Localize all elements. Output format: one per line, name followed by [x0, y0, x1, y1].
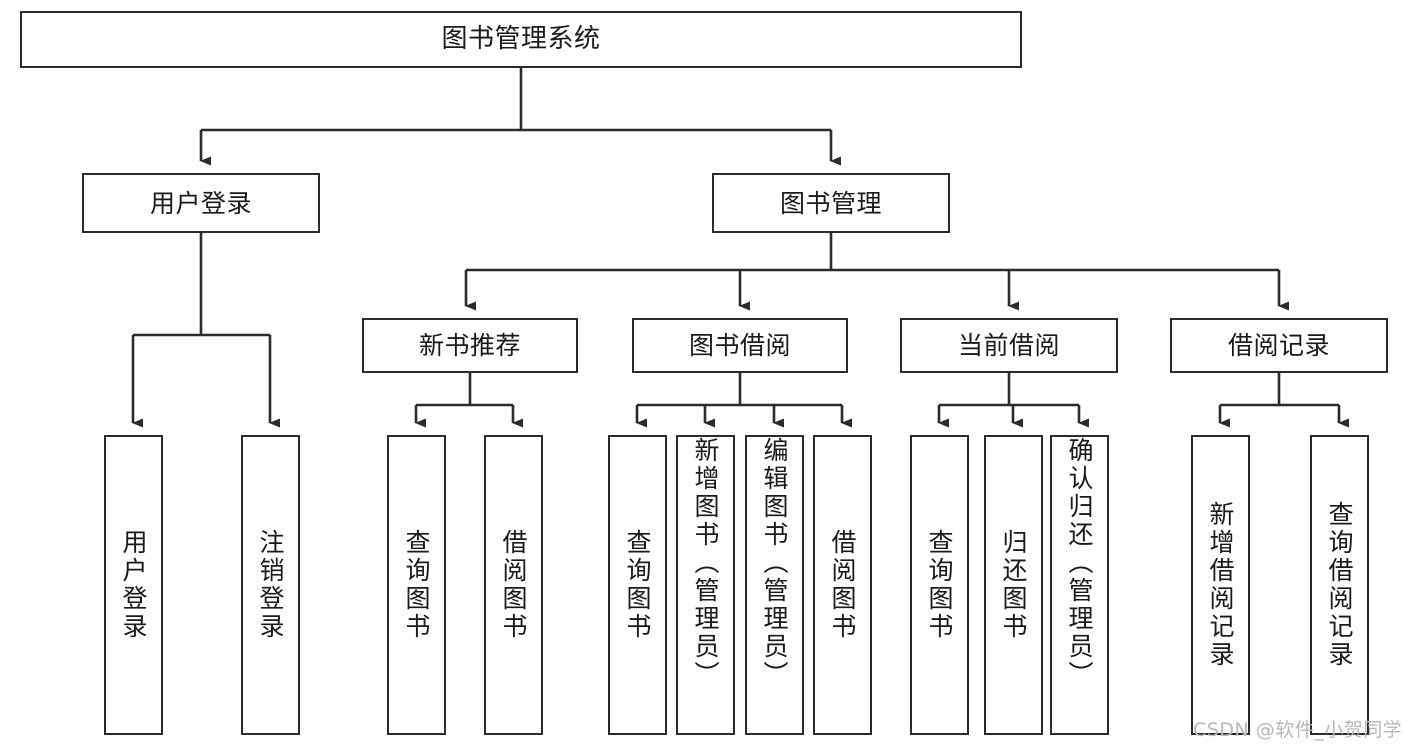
node-book-manage-label: 图书管理 [779, 188, 882, 218]
csdn-watermark: CSDN @软件_小贺同学 [1193, 719, 1403, 741]
node-leaf-query-record[interactable]: 查询借阅记录 [1310, 435, 1369, 735]
node-leaf-confirm-return-label: 确认归还（管理员） [1065, 437, 1094, 689]
node-book-manage[interactable]: 图书管理 [712, 173, 950, 233]
node-borrow-record-label: 借阅记录 [1227, 331, 1330, 360]
node-leaf-query-book-1[interactable]: 查询图书 [387, 435, 446, 735]
node-leaf-add-book-label: 新增图书（管理员） [691, 437, 720, 689]
node-leaf-borrow-book-2-label: 借阅图书 [828, 529, 857, 641]
node-book-borrow-label: 图书借阅 [688, 331, 791, 360]
node-new-book-rec-label: 新书推荐 [418, 331, 521, 360]
node-leaf-query-book-3-label: 查询图书 [925, 529, 954, 641]
node-leaf-query-book-2[interactable]: 查询图书 [608, 435, 667, 735]
node-leaf-borrow-book-1[interactable]: 借阅图书 [484, 435, 543, 735]
node-leaf-user-login-label: 用户登录 [119, 529, 148, 641]
node-root-label: 图书管理系统 [441, 24, 601, 55]
node-user-login-label: 用户登录 [149, 188, 252, 218]
node-leaf-user-login[interactable]: 用户登录 [104, 435, 163, 735]
node-borrow-record[interactable]: 借阅记录 [1170, 318, 1388, 373]
node-leaf-add-record[interactable]: 新增借阅记录 [1191, 435, 1250, 735]
node-leaf-confirm-return[interactable]: 确认归还（管理员） [1050, 435, 1109, 735]
node-leaf-return-book-label: 归还图书 [999, 529, 1028, 641]
node-leaf-query-record-label: 查询借阅记录 [1325, 501, 1354, 669]
node-leaf-edit-book-label: 编辑图书（管理员） [760, 437, 789, 689]
node-leaf-edit-book[interactable]: 编辑图书（管理员） [745, 435, 804, 735]
node-leaf-logout-label: 注销登录 [256, 529, 285, 641]
node-leaf-query-book-1-label: 查询图书 [402, 529, 431, 641]
node-leaf-logout[interactable]: 注销登录 [241, 435, 300, 735]
node-leaf-query-book-2-label: 查询图书 [623, 529, 652, 641]
node-new-book-rec[interactable]: 新书推荐 [362, 318, 578, 373]
node-current-borrow-label: 当前借阅 [957, 331, 1060, 360]
node-book-borrow[interactable]: 图书借阅 [632, 318, 848, 373]
node-leaf-borrow-book-2[interactable]: 借阅图书 [813, 435, 872, 735]
node-current-borrow[interactable]: 当前借阅 [900, 318, 1118, 373]
node-leaf-add-record-label: 新增借阅记录 [1206, 501, 1235, 669]
node-user-login[interactable]: 用户登录 [82, 173, 320, 233]
node-leaf-add-book[interactable]: 新增图书（管理员） [676, 435, 735, 735]
node-leaf-return-book[interactable]: 归还图书 [984, 435, 1043, 735]
node-leaf-query-book-3[interactable]: 查询图书 [910, 435, 969, 735]
node-leaf-borrow-book-1-label: 借阅图书 [499, 529, 528, 641]
node-root[interactable]: 图书管理系统 [20, 11, 1022, 68]
